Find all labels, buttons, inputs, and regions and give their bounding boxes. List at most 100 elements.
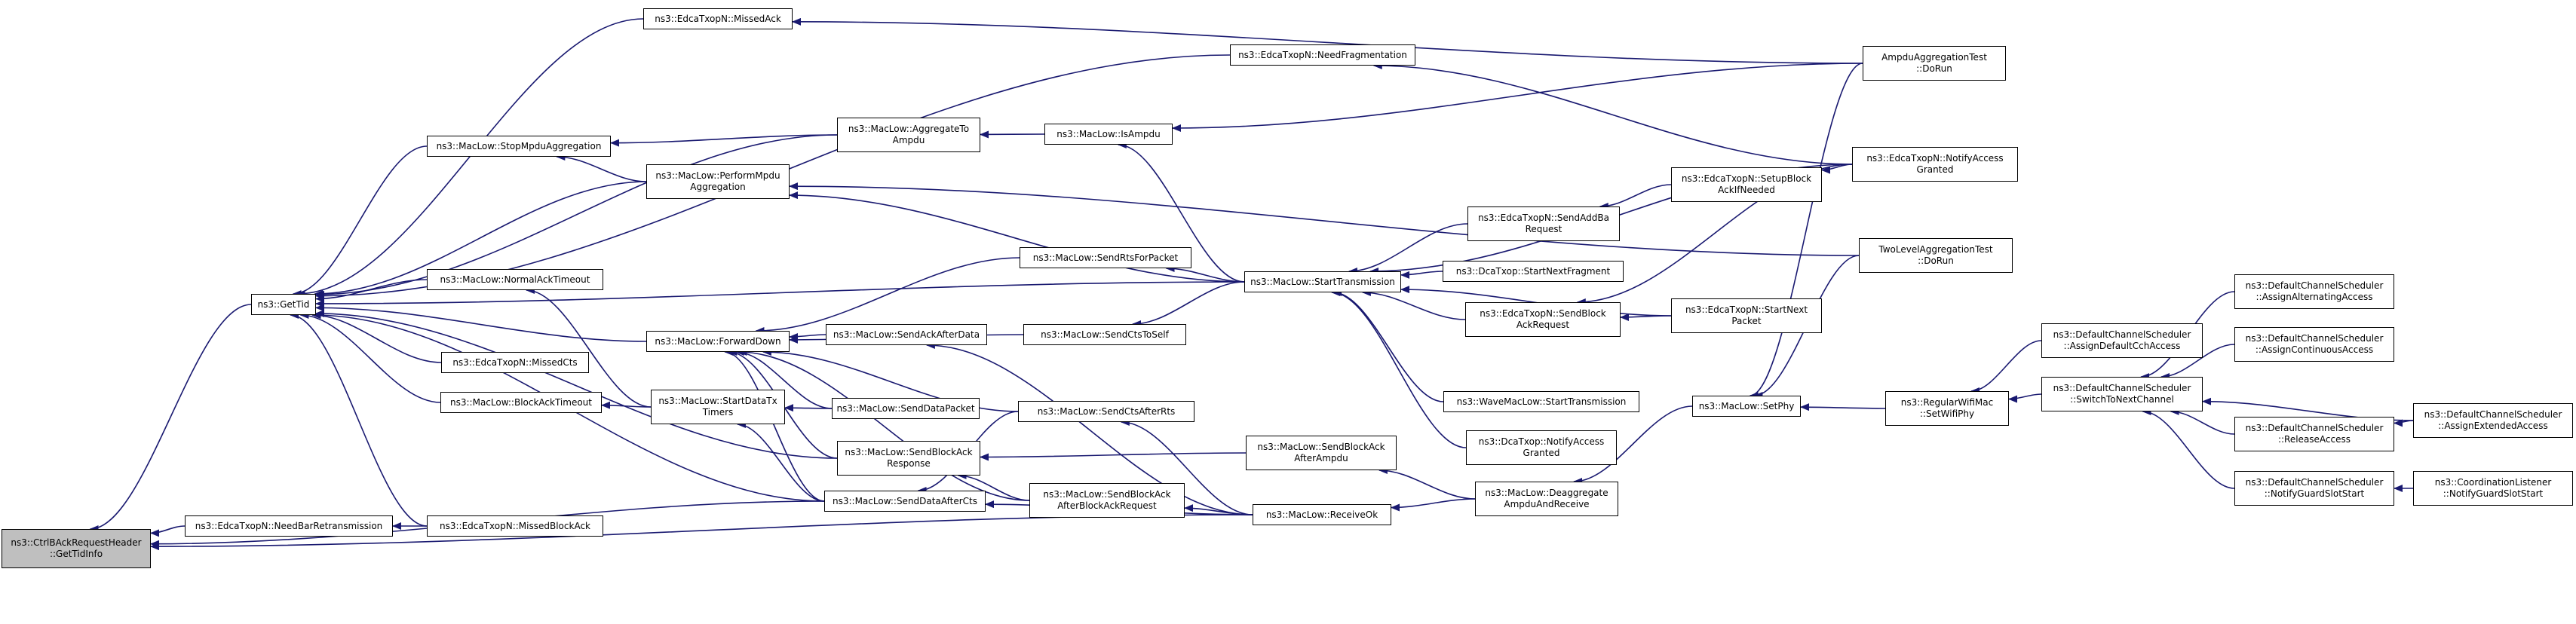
edge-needbar-to-root bbox=[150, 525, 186, 537]
node-notifyguard[interactable]: ns3::DefaultChannelScheduler ::NotifyGua… bbox=[2234, 471, 2394, 506]
edge-senddatapacket-to-forwarddown bbox=[734, 348, 833, 409]
node-sendctsafterrts[interactable]: ns3::MacLow::SendCtsAfterRts bbox=[1018, 401, 1194, 422]
edge-notifyguard-to-switchtonext bbox=[2142, 408, 2235, 489]
node-label: ns3::RegularWifiMac ::SetWifiPhy bbox=[1900, 397, 1994, 419]
node-label: ns3::GetTid bbox=[257, 298, 310, 310]
node-assigncontinuous[interactable]: ns3::DefaultChannelScheduler ::AssignCon… bbox=[2234, 327, 2394, 362]
node-sendblockackafterbar[interactable]: ns3::MacLow::SendBlockAck AfterBlockAckR… bbox=[1029, 483, 1185, 518]
edge-stopmpdu-to-gettid bbox=[292, 145, 428, 298]
node-label: ns3::DcaTxop::NotifyAccess Granted bbox=[1478, 436, 1605, 458]
edge-starttransmission-to-sendctstoself bbox=[1132, 281, 1245, 328]
node-label: ns3::EdcaTxopN::SendBlock AckRequest bbox=[1480, 308, 1606, 330]
node-twoleveltest[interactable]: TwoLevelAggregationTest ::DoRun bbox=[1859, 238, 2013, 273]
node-label: ns3::MacLow::SendBlockAck Response bbox=[845, 447, 973, 469]
node-dcanotifyaccess[interactable]: ns3::DcaTxop::NotifyAccess Granted bbox=[1466, 430, 1617, 465]
edge-starttransmission-to-performmpdu bbox=[789, 191, 1245, 283]
edge-setupblockack-to-sendaddba bbox=[1599, 184, 1672, 210]
node-label: ns3::MacLow::SendCtsToSelf bbox=[1041, 329, 1169, 340]
node-sendrtsforpacket[interactable]: ns3::MacLow::SendRtsForPacket bbox=[1020, 247, 1191, 268]
node-dcastartnextfrag[interactable]: ns3::DcaTxop::StartNextFragment bbox=[1443, 261, 1624, 282]
edge-missedcts-to-gettid bbox=[311, 311, 442, 363]
node-label: ns3::DefaultChannelScheduler ::AssignAlt… bbox=[2245, 280, 2384, 302]
node-sendblockackafterampdu[interactable]: ns3::MacLow::SendBlockAck AfterAmpdu bbox=[1246, 436, 1397, 470]
node-receiveok[interactable]: ns3::MacLow::ReceiveOk bbox=[1253, 504, 1391, 525]
edge-sendrtsforpacket-to-forwarddown bbox=[755, 257, 1020, 335]
edge-blockacktimeout-to-gettid bbox=[299, 311, 441, 403]
edge-deaggregate-to-sendblockackafterampdu bbox=[1378, 466, 1476, 500]
node-sendaddba[interactable]: ns3::EdcaTxopN::SendAddBa Request bbox=[1467, 206, 1620, 241]
node-senddataaftercts[interactable]: ns3::MacLow::SendDataAfterCts bbox=[824, 491, 986, 512]
edge-dcanotifyaccess-to-starttransmission bbox=[1331, 289, 1467, 448]
node-assigndefaultcch[interactable]: ns3::DefaultChannelScheduler ::AssignDef… bbox=[2041, 323, 2203, 358]
node-starttransmission[interactable]: ns3::MacLow::StartTransmission bbox=[1244, 271, 1401, 292]
node-normalacktimeout[interactable]: ns3::MacLow::NormalAckTimeout bbox=[427, 269, 603, 290]
node-releaseaccess[interactable]: ns3::DefaultChannelScheduler ::ReleaseAc… bbox=[2234, 417, 2394, 451]
edge-gettid-to-root bbox=[89, 304, 252, 533]
edge-sendackafterdata-to-forwarddown bbox=[789, 333, 826, 341]
edge-sendblockackafterbar-to-forwarddown bbox=[738, 348, 1030, 501]
edge-assigncontinuous-to-switchtonext bbox=[2160, 344, 2235, 381]
node-aggregateto[interactable]: ns3::MacLow::AggregateTo Ampdu bbox=[837, 118, 980, 152]
node-label: ns3::MacLow::SendDataPacket bbox=[836, 402, 975, 414]
node-coordinationlistener[interactable]: ns3::CoordinationListener ::NotifyGuardS… bbox=[2413, 471, 2573, 506]
node-label: ns3::EdcaTxopN::MissedAck bbox=[655, 13, 781, 24]
node-sendctstoself[interactable]: ns3::MacLow::SendCtsToSelf bbox=[1023, 324, 1186, 345]
node-label: ns3::CoordinationListener ::NotifyGuardS… bbox=[2434, 477, 2552, 499]
node-root[interactable]: ns3::CtrlBAckRequestHeader ::GetTidInfo bbox=[2, 529, 151, 568]
node-startnextpacket[interactable]: ns3::EdcaTxopN::StartNext Packet bbox=[1671, 298, 1822, 333]
node-forwarddown[interactable]: ns3::MacLow::ForwardDown bbox=[646, 331, 790, 352]
node-needfrag[interactable]: ns3::EdcaTxopN::NeedFragmentation bbox=[1230, 44, 1415, 66]
edge-receiveok-to-sendackafterdata bbox=[925, 341, 1253, 515]
node-wavestarttx[interactable]: ns3::WaveMacLow::StartTransmission bbox=[1443, 391, 1639, 412]
node-label: ns3::MacLow::ReceiveOk bbox=[1265, 509, 1378, 520]
node-edcasendblockack[interactable]: ns3::EdcaTxopN::SendBlock AckRequest bbox=[1465, 302, 1621, 337]
node-stopmpdu[interactable]: ns3::MacLow::StopMpduAggregation bbox=[427, 136, 611, 157]
node-deaggregate[interactable]: ns3::MacLow::Deaggregate AmpduAndReceive bbox=[1475, 482, 1618, 516]
node-label: AmpduAggregationTest ::DoRun bbox=[1881, 52, 1987, 74]
edge-performmpdu-to-gettid bbox=[314, 181, 647, 298]
node-label: ns3::MacLow::AggregateTo Ampdu bbox=[848, 124, 970, 145]
node-startdatatx[interactable]: ns3::MacLow::StartDataTx Timers bbox=[651, 390, 785, 424]
node-assignextended[interactable]: ns3::DefaultChannelScheduler ::AssignExt… bbox=[2413, 403, 2573, 438]
edge-senddataaftercts-to-forwarddown bbox=[724, 348, 825, 502]
node-setphy[interactable]: ns3::MacLow::SetPhy bbox=[1692, 396, 1801, 417]
node-ampdutest[interactable]: AmpduAggregationTest ::DoRun bbox=[1863, 46, 2006, 81]
node-performmpdu[interactable]: ns3::MacLow::PerformMpdu Aggregation bbox=[646, 164, 790, 199]
node-assignalternating[interactable]: ns3::DefaultChannelScheduler ::AssignAlt… bbox=[2234, 274, 2394, 309]
node-label: TwoLevelAggregationTest ::DoRun bbox=[1878, 244, 1993, 266]
edge-receiveok-to-sendctsafterrts bbox=[1120, 418, 1253, 515]
node-setupblockack[interactable]: ns3::EdcaTxopN::SetupBlock AckIfNeeded bbox=[1671, 167, 1822, 202]
edge-assignextended-to-releaseaccess bbox=[2394, 419, 2414, 427]
node-label: ns3::EdcaTxopN::MissedBlockAck bbox=[439, 520, 590, 531]
node-blockacktimeout[interactable]: ns3::MacLow::BlockAckTimeout bbox=[440, 392, 602, 413]
node-label: ns3::EdcaTxopN::StartNext Packet bbox=[1685, 304, 1808, 326]
edge-sendblockackafterampdu-to-sendblockackresp bbox=[980, 452, 1247, 461]
node-edcanotifyaccess[interactable]: ns3::EdcaTxopN::NotifyAccess Granted bbox=[1852, 147, 2018, 182]
node-senddatapacket[interactable]: ns3::MacLow::SendDataPacket bbox=[832, 398, 980, 419]
node-missedcts[interactable]: ns3::EdcaTxopN::MissedCts bbox=[441, 352, 589, 373]
node-missedack[interactable]: ns3::EdcaTxopN::MissedAck bbox=[643, 8, 793, 29]
node-label: ns3::WaveMacLow::StartTransmission bbox=[1456, 396, 1627, 407]
edge-edcasendblockack-to-starttransmission bbox=[1361, 289, 1466, 320]
node-sendblockackresp[interactable]: ns3::MacLow::SendBlockAck Response bbox=[837, 441, 980, 476]
edge-sendblockackafterbar-to-sendblockackresp bbox=[957, 472, 1030, 501]
node-switchtonext[interactable]: ns3::DefaultChannelScheduler ::SwitchToN… bbox=[2041, 377, 2203, 411]
node-needbar[interactable]: ns3::EdcaTxopN::NeedBarRetransmission bbox=[185, 515, 393, 537]
node-label: ns3::MacLow::StartDataTx Timers bbox=[658, 396, 777, 418]
node-label: ns3::EdcaTxopN::NeedFragmentation bbox=[1238, 49, 1407, 60]
edge-releaseaccess-to-switchtonext bbox=[2170, 408, 2235, 435]
node-label: ns3::DefaultChannelScheduler ::NotifyGua… bbox=[2245, 477, 2384, 499]
node-sendackafterdata[interactable]: ns3::MacLow::SendAckAfterData bbox=[826, 324, 987, 345]
edge-startdatatx-to-normalacktimeout bbox=[525, 286, 652, 408]
node-missedblockack[interactable]: ns3::EdcaTxopN::MissedBlockAck bbox=[427, 515, 603, 537]
node-regularwifimac[interactable]: ns3::RegularWifiMac ::SetWifiPhy bbox=[1885, 391, 2009, 426]
node-label: ns3::MacLow::SendAckAfterData bbox=[833, 329, 980, 340]
node-isampdu[interactable]: ns3::MacLow::IsAmpdu bbox=[1044, 124, 1173, 145]
node-label: ns3::MacLow::ForwardDown bbox=[655, 335, 781, 347]
node-label: ns3::MacLow::SetPhy bbox=[1698, 400, 1795, 411]
edge-starttransmission-to-isampdu bbox=[1117, 141, 1245, 283]
edge-starttransmission-to-sendrtsforpacket bbox=[1165, 265, 1245, 283]
edge-startnextpacket-to-edcasendblockack bbox=[1620, 313, 1672, 321]
node-gettid[interactable]: ns3::GetTid bbox=[251, 294, 316, 315]
